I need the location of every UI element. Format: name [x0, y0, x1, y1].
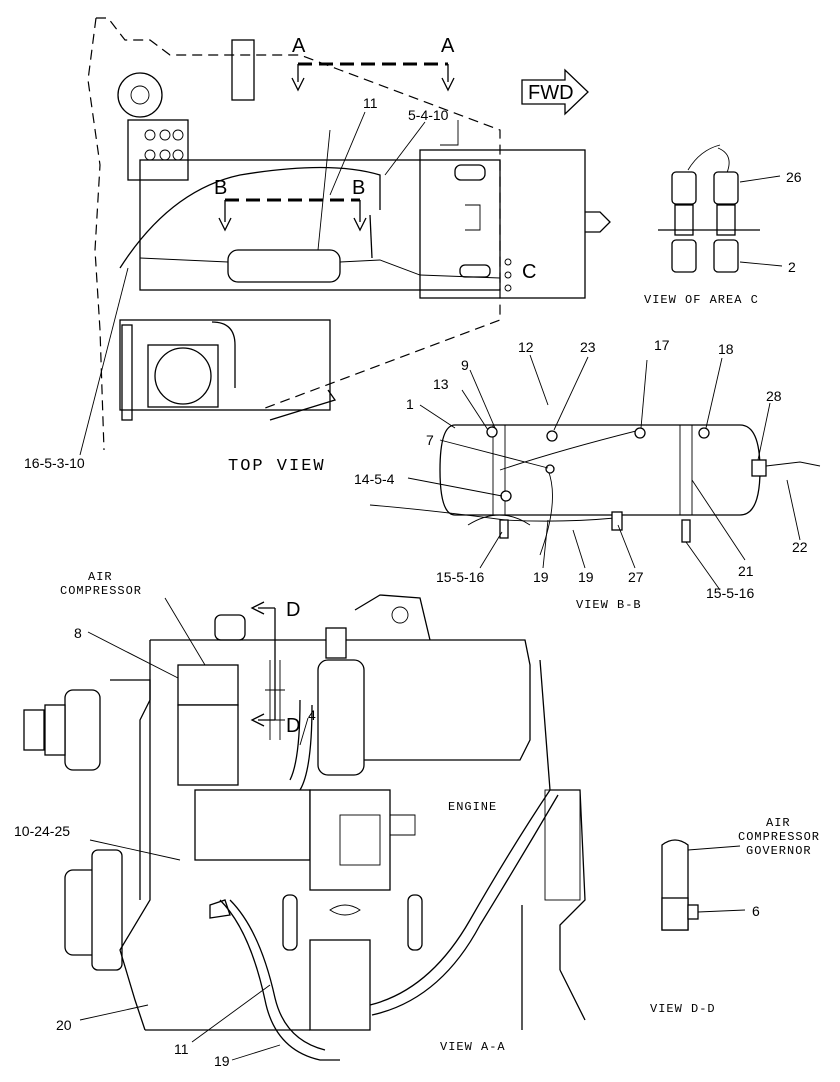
frame-rail [139, 159, 501, 291]
callout-22: 22 [792, 539, 808, 555]
section-mark-a-left: A [292, 35, 306, 57]
callout-23: 23 [580, 339, 596, 355]
injection-pump [309, 789, 391, 891]
callout-2: 2 [788, 259, 796, 275]
top-panel [231, 39, 255, 101]
view-aa: D D AIR COMPRESSOR 8 4 ENGINE 10-24-25 2… [14, 570, 586, 1069]
steering-wheel [117, 72, 163, 118]
frame-outline-left [87, 17, 105, 451]
callout-7: 7 [426, 432, 434, 448]
callout-6: 6 [752, 903, 760, 919]
engine-block-top [150, 639, 531, 761]
callout-9: 9 [461, 357, 469, 373]
callout-10-24-25: 10-24-25 [14, 823, 70, 839]
callout-20: 20 [56, 1017, 72, 1033]
callout-26: 26 [786, 169, 802, 185]
view-dd: AIR COMPRESSOR GOVERNOR 6 VIEW D-D [650, 816, 820, 1016]
control-console [127, 119, 189, 181]
callout-1: 1 [406, 396, 414, 412]
view-of-area-c: 26 2 VIEW OF AREA C [644, 144, 802, 307]
callout-4: 4 [308, 707, 316, 723]
callout-28: 28 [766, 388, 782, 404]
view-aa-title: VIEW A-A [440, 1040, 506, 1054]
callout-11-bottom: 11 [174, 1041, 189, 1057]
section-mark-c: C [522, 261, 536, 283]
fitting-28 [751, 459, 767, 477]
radiator-housing [419, 149, 586, 299]
air-compressor-lower [177, 704, 239, 786]
callout-19-a: 19 [533, 569, 549, 585]
fitting-26-right [713, 171, 739, 205]
callout-27: 27 [628, 569, 644, 585]
callout-13: 13 [433, 376, 449, 392]
section-mark-b-right: B [352, 177, 365, 199]
callout-17: 17 [654, 337, 670, 353]
callout-16-5-3-10: 16-5-3-10 [24, 455, 85, 471]
view-bb: 12 23 17 18 9 13 1 28 7 14-5-4 15-5-16 1… [354, 337, 821, 612]
filter-canister [317, 659, 365, 776]
callout-18: 18 [718, 341, 734, 357]
callout-12: 12 [518, 339, 534, 355]
view-dd-title: VIEW D-D [650, 1002, 716, 1016]
governor-label-3: GOVERNOR [746, 844, 812, 858]
callout-11-top: 11 [363, 95, 378, 111]
section-mark-a-right: A [441, 35, 455, 57]
air-compressor-body [177, 664, 239, 706]
fitting-2-right [713, 239, 739, 273]
section-mark-d-bottom: D [286, 715, 300, 737]
callout-14-5-4: 14-5-4 [354, 471, 395, 487]
section-mark-d-top: D [286, 599, 300, 621]
air-compressor-label-2: COMPRESSOR [60, 584, 142, 598]
fitting-26-left [671, 171, 697, 205]
callout-19-b: 19 [578, 569, 594, 585]
fwd-arrow [521, 68, 589, 116]
view-of-area-c-title: VIEW OF AREA C [644, 293, 759, 307]
callout-15-5-16-right: 15-5-16 [706, 585, 754, 601]
thermostat-housing [354, 594, 431, 641]
pulley-upper [64, 689, 101, 771]
oil-filter-housing [309, 939, 371, 1031]
top-view-title: TOP VIEW [228, 457, 326, 476]
callout-21: 21 [738, 563, 754, 579]
air-tank-top [227, 249, 341, 283]
fuel-tank-area [119, 319, 331, 411]
view-bb-title: VIEW B-B [576, 598, 642, 612]
callout-5-4-10: 5-4-10 [408, 107, 449, 123]
governor-label-2: COMPRESSOR [738, 830, 820, 844]
fwd-label: FWD [528, 82, 574, 104]
air-tank [439, 424, 761, 516]
governor-label-1: AIR [766, 816, 791, 830]
engine-label: ENGINE [448, 800, 497, 814]
fitting-2-left [671, 239, 697, 273]
air-compressor-label-1: AIR [88, 570, 113, 584]
top-view: FWD A A B B C 11 5-4-10 16-5-3-10 TOP VI… [24, 17, 611, 476]
callout-8: 8 [74, 625, 82, 641]
fuel-pump [194, 789, 311, 861]
callout-15-5-16-left: 15-5-16 [436, 569, 484, 585]
section-mark-b-left: B [214, 177, 227, 199]
callout-19-bottom: 19 [214, 1053, 230, 1069]
